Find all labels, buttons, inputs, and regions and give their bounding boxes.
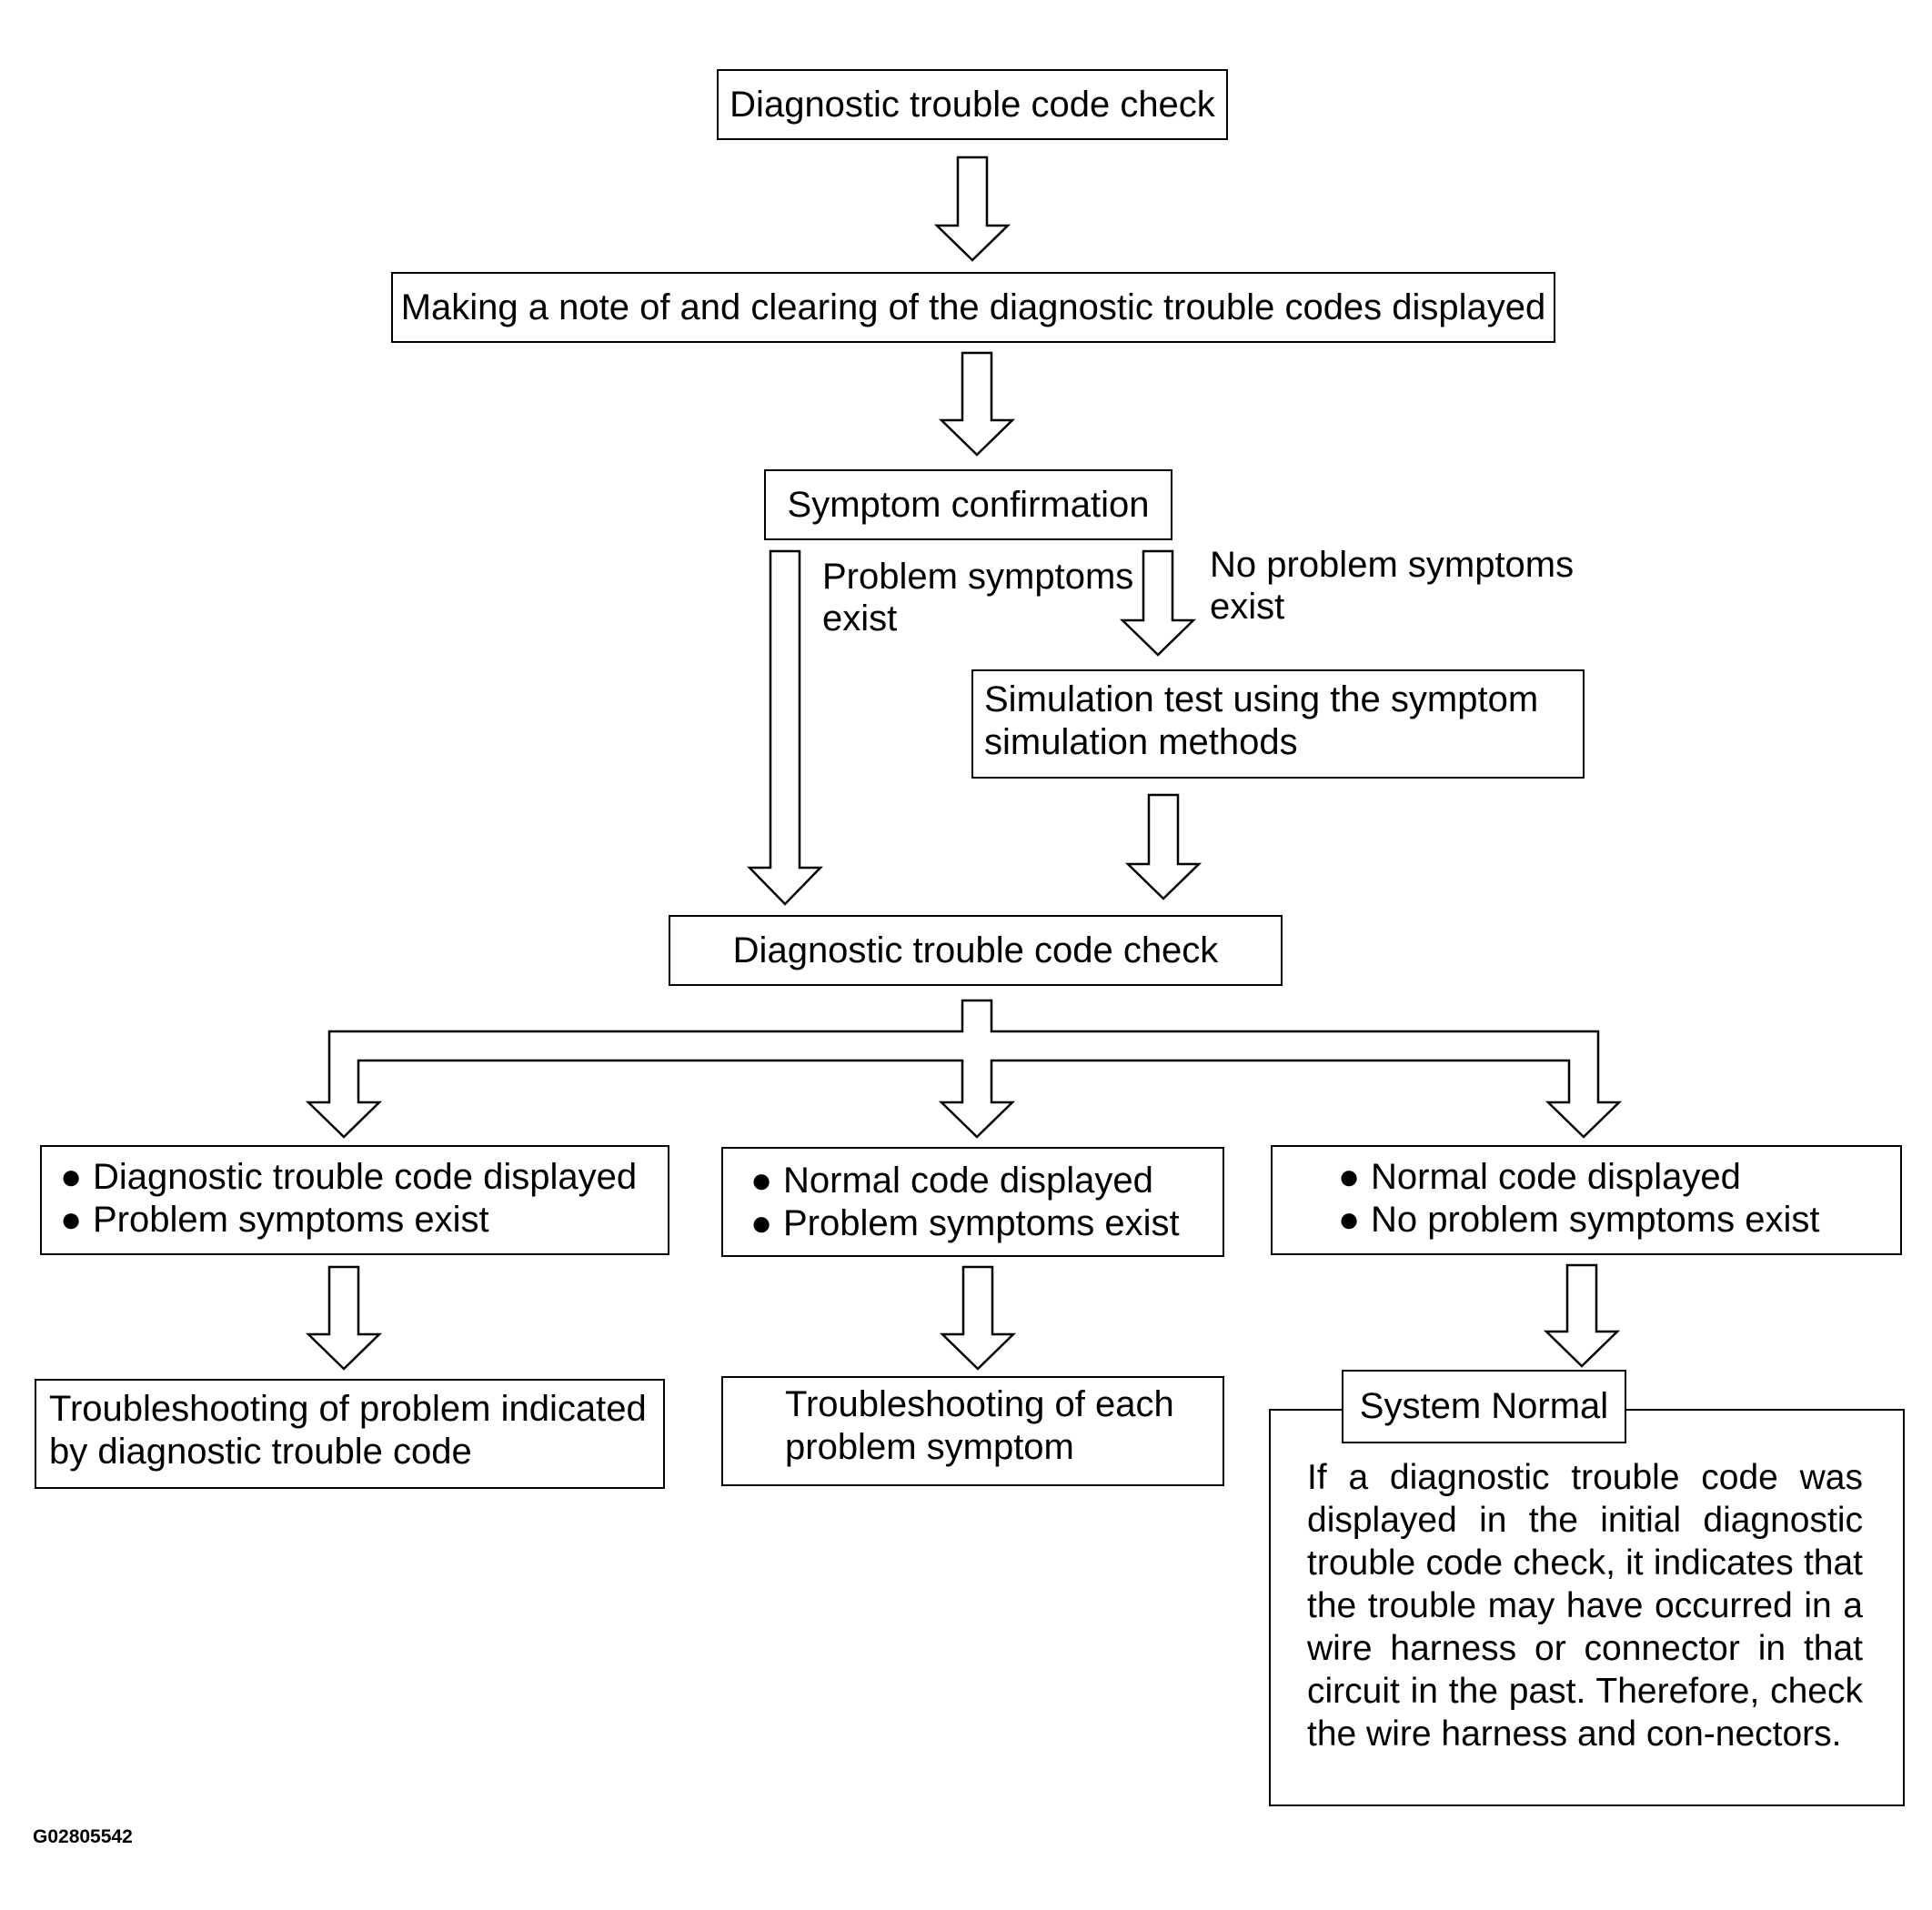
simulation-line-1: Simulation test using the symptom [984, 679, 1539, 719]
symptom-confirmation-box: Symptom confirmation [764, 469, 1172, 540]
dtc-check-initial-box: Diagnostic trouble code check [717, 69, 1228, 140]
symptom-confirmation-text: Symptom confirmation [787, 485, 1150, 525]
bullet-icon: ● [750, 1161, 773, 1201]
system-normal-title: System Normal [1342, 1370, 1626, 1443]
down-arrow-2 [938, 351, 1016, 457]
bullet-icon: ● [60, 1157, 83, 1197]
outcome-normal-no-symptoms-box: ●Normal code displayed ●No problem sympt… [1271, 1145, 1902, 1255]
outcome-normal-with-symptoms-box: ●Normal code displayed ●Problem symptoms… [721, 1147, 1224, 1257]
down-arrow-1 [933, 156, 1011, 262]
note-and-clear-box: Making a note of and clearing of the dia… [391, 272, 1555, 343]
bullet-icon: ● [750, 1203, 773, 1243]
down-arrow-simulation [1124, 793, 1202, 900]
dtc-check-second-text: Diagnostic trouble code check [732, 930, 1219, 970]
system-normal-note: If a diagnostic trouble code was display… [1269, 1409, 1905, 1806]
down-arrow-problem-branch [747, 549, 823, 906]
condition-item: ●Normal code displayed [750, 1161, 1153, 1201]
figure-id: G02805542 [33, 1826, 133, 1847]
down-arrow-no-problem-branch [1119, 549, 1197, 657]
condition-item: ●Problem symptoms exist [750, 1203, 1180, 1243]
dtc-check-second-box: Diagnostic trouble code check [669, 915, 1283, 986]
simulation-line-2: simulation methods [984, 722, 1298, 762]
troubleshoot-symptom-box: Troubleshooting of each problem symptom [721, 1376, 1224, 1486]
no-problem-label-line-1: No problem symptoms [1210, 545, 1575, 585]
condition-item: ●Diagnostic trouble code displayed [60, 1157, 638, 1197]
problem-label-line-1: Problem symptoms [822, 557, 1134, 597]
problem-symptoms-exist-label: Problem symptoms exist [822, 556, 1133, 639]
no-problem-symptoms-label: No problem symptoms exist [1210, 544, 1574, 628]
note-and-clear-text: Making a note of and clearing of the dia… [400, 287, 1546, 327]
three-way-splitter-arrow [305, 999, 1623, 1139]
down-arrow-result-1 [305, 1265, 383, 1371]
system-normal-title-text: System Normal [1359, 1386, 1609, 1426]
troubleshoot-dtc-line-1: Troubleshooting of problem indicated [49, 1389, 647, 1429]
dtc-check-initial-text: Diagnostic trouble code check [730, 85, 1215, 125]
simulation-test-box: Simulation test using the symptom simula… [971, 669, 1585, 779]
condition-item: ●Problem symptoms exist [60, 1200, 489, 1240]
bullet-icon: ● [1338, 1200, 1361, 1240]
outcome-dtc-displayed-box: ●Diagnostic trouble code displayed ●Prob… [40, 1145, 669, 1255]
troubleshoot-dtc-line-2: by diagnostic trouble code [49, 1432, 472, 1472]
no-problem-label-line-2: exist [1210, 587, 1285, 627]
down-arrow-result-3 [1543, 1263, 1621, 1368]
problem-label-line-2: exist [822, 598, 898, 638]
bullet-icon: ● [1338, 1157, 1361, 1197]
bullet-icon: ● [60, 1200, 83, 1240]
system-normal-note-text: If a diagnostic trouble code was display… [1307, 1458, 1863, 1754]
troubleshoot-dtc-box: Troubleshooting of problem indicated by … [35, 1379, 665, 1489]
down-arrow-result-2 [939, 1265, 1017, 1371]
troubleshoot-symptom-line-1: Troubleshooting of each [785, 1384, 1174, 1424]
condition-item: ●Normal code displayed [1338, 1157, 1741, 1197]
troubleshoot-symptom-line-2: problem symptom [785, 1427, 1074, 1467]
condition-item: ●No problem symptoms exist [1338, 1200, 1820, 1240]
